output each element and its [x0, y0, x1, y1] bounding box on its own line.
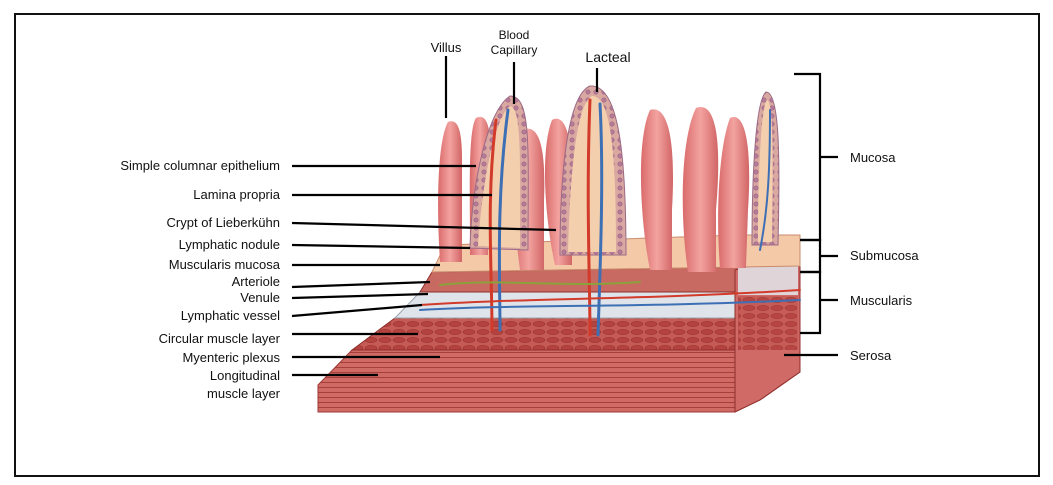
label-submucosa: Submucosa — [850, 248, 919, 263]
label-serosa: Serosa — [850, 348, 892, 363]
longitudinal-muscle-block — [318, 350, 800, 412]
label-lamina-propria: Lamina propria — [193, 187, 280, 202]
label-muscularis-mucosa: Muscularis mucosa — [169, 257, 281, 272]
label-myenteric-plexus: Myenteric plexus — [182, 350, 280, 365]
label-longitudinal-line2: muscle layer — [207, 386, 281, 401]
label-lacteal: Lacteal — [585, 49, 630, 65]
leader-arteriole — [292, 282, 430, 287]
label-blood-capillary-line2: Capillary — [491, 43, 538, 57]
label-blood-capillary-line1: Blood — [499, 28, 530, 42]
tissue-illustration — [318, 86, 800, 412]
bracket-submucosa — [800, 240, 820, 272]
bracket-muscularis — [800, 272, 820, 333]
label-muscularis: Muscularis — [850, 293, 913, 308]
label-lymphatic-vessel: Lymphatic vessel — [181, 308, 280, 323]
label-lymphatic-nodule: Lymphatic nodule — [179, 237, 280, 252]
circular-muscle-block — [352, 318, 800, 350]
bracket-mucosa — [794, 74, 820, 240]
label-longitudinal-line1: Longitudinal — [210, 368, 280, 383]
label-crypt-of-lieberkuhn: Crypt of Lieberkühn — [167, 215, 280, 230]
label-villus: Villus — [431, 40, 462, 55]
label-mucosa: Mucosa — [850, 150, 896, 165]
label-simple-columnar-epithelium: Simple columnar epithelium — [120, 158, 280, 173]
label-circular-muscle-layer: Circular muscle layer — [159, 331, 281, 346]
label-venule: Venule — [240, 290, 280, 305]
label-arteriole: Arteriole — [232, 274, 280, 289]
leader-venule — [292, 294, 428, 298]
